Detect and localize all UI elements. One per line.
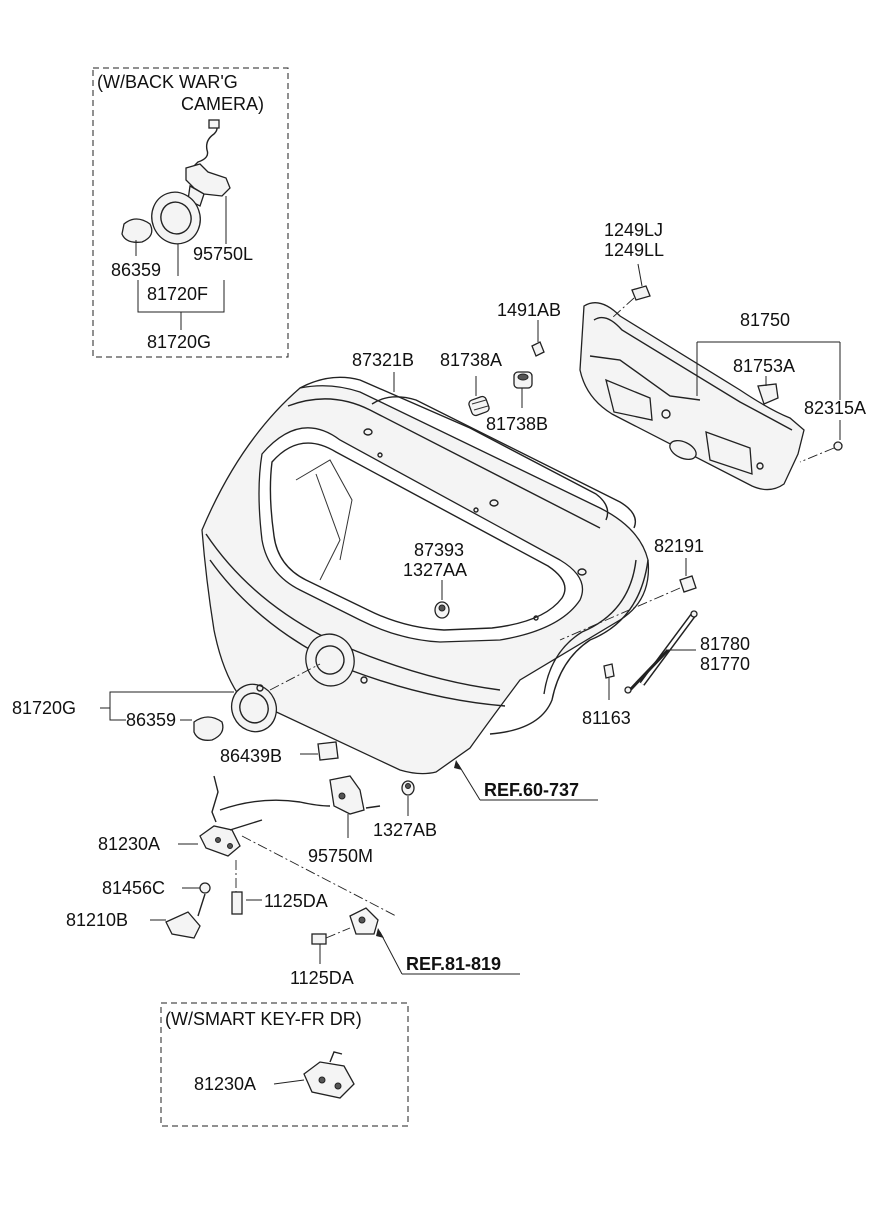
ref-81-819: REF.81-819 bbox=[406, 954, 501, 974]
lock-cylinder: 1125DA bbox=[290, 907, 379, 988]
emblem-bracket: 86439B bbox=[220, 741, 339, 766]
camera-connector bbox=[208, 119, 220, 129]
trim-screw: 82315A bbox=[799, 398, 866, 463]
striker-bolt: 81456C bbox=[102, 878, 211, 917]
label-81720G: 81720G bbox=[12, 698, 76, 718]
emblem-badge-camera bbox=[121, 218, 153, 243]
label-81753A: 81753A bbox=[733, 356, 795, 376]
bumper-stopper-b: 81738B bbox=[486, 371, 548, 434]
emblem-assembly: 81720G 86359 bbox=[12, 663, 321, 741]
label-82191: 82191 bbox=[654, 536, 704, 556]
label-81163: 81163 bbox=[582, 708, 631, 728]
label-86439B: 86439B bbox=[220, 746, 282, 766]
label-81770: 81770 bbox=[700, 654, 750, 674]
retainer-clip: 1491AB bbox=[497, 300, 561, 357]
grommet: 87393 1327AA bbox=[403, 540, 467, 619]
striker: 81210B bbox=[66, 910, 201, 939]
camera-module bbox=[185, 163, 231, 197]
weatherstrip: 87321B bbox=[352, 350, 637, 529]
label-95750L: 95750L bbox=[193, 244, 253, 264]
smartkey-box-title: (W/SMART KEY-FR DR) bbox=[165, 1009, 362, 1029]
latch-actuator: 95750M bbox=[219, 775, 381, 866]
tailgate-glass-opening bbox=[258, 427, 584, 643]
bumper-stopper-a: 81738A bbox=[440, 350, 502, 417]
ref-81-819-callout: REF.81-819 bbox=[376, 928, 520, 975]
camera-box-title-2: CAMERA) bbox=[181, 94, 264, 114]
camera-harness bbox=[191, 123, 218, 169]
camera-box-title-1: (W/BACK WAR'G bbox=[97, 72, 238, 92]
lifter-bolt: 81163 bbox=[582, 663, 631, 728]
label-87321B: 87321B bbox=[352, 350, 414, 370]
label-86359: 86359 bbox=[126, 710, 176, 730]
camera-option-box: (W/BACK WAR'G CAMERA) 95750L 86359 81720… bbox=[92, 67, 289, 358]
label-81738B: 81738B bbox=[486, 414, 548, 434]
label-1327AB: 1327AB bbox=[373, 820, 437, 840]
tailgate-latch: 81230A bbox=[98, 775, 397, 917]
label-86359-camera: 86359 bbox=[111, 260, 161, 280]
label-82315A: 82315A bbox=[804, 398, 866, 418]
label-1125DA-a: 1125DA bbox=[264, 891, 328, 911]
emblem-recess bbox=[305, 633, 355, 687]
gas-lifter: 81780 81770 bbox=[624, 610, 750, 694]
label-81230A: 81230A bbox=[98, 834, 160, 854]
tailgate-trim-panel bbox=[579, 302, 805, 491]
latch-bolt-a: 1125DA bbox=[231, 860, 328, 915]
label-1327AA: 1327AA bbox=[403, 560, 467, 580]
label-1125DA-b: 1125DA bbox=[290, 968, 354, 988]
ref-60-737-callout: REF.60-737 bbox=[454, 760, 598, 801]
label-81230A-smartkey: 81230A bbox=[194, 1074, 256, 1094]
label-81720G-camera: 81720G bbox=[147, 332, 211, 352]
label-95750M: 95750M bbox=[308, 846, 373, 866]
label-81210B: 81210B bbox=[66, 910, 128, 930]
label-81720F: 81720F bbox=[147, 284, 208, 304]
ball-stud: 82191 bbox=[559, 536, 704, 641]
ref-60-737: REF.60-737 bbox=[484, 780, 579, 800]
label-81456C: 81456C bbox=[102, 878, 165, 898]
grommet-b: 1327AB bbox=[373, 780, 437, 840]
trim-clip: 81753A bbox=[733, 356, 795, 405]
emblem-ring-camera bbox=[151, 191, 201, 245]
label-81780: 81780 bbox=[700, 634, 750, 654]
label-1249LL: 1249LL bbox=[604, 240, 664, 260]
label-1491AB: 1491AB bbox=[497, 300, 561, 320]
label-1249LJ: 1249LJ bbox=[604, 220, 663, 240]
tailgate-panel bbox=[201, 376, 650, 775]
label-87393: 87393 bbox=[414, 540, 464, 560]
label-81738A: 81738A bbox=[440, 350, 502, 370]
label-81750: 81750 bbox=[740, 310, 790, 330]
trim-panel: 81750 bbox=[579, 302, 841, 491]
smartkey-option-box: (W/SMART KEY-FR DR) 81230A bbox=[160, 1002, 409, 1127]
trim-bolt: 1249LJ 1249LL bbox=[604, 220, 664, 319]
